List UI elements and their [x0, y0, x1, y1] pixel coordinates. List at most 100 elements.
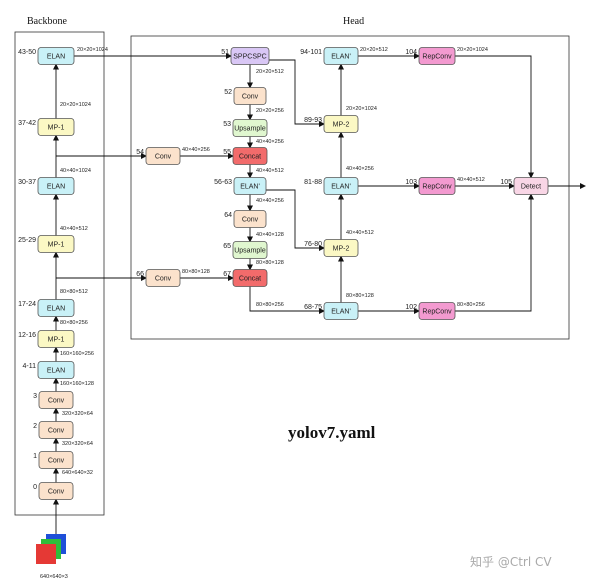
nodes-layer: Conv0Conv1Conv2Conv3ELAN4-11MP-112-16ELA…: [18, 47, 549, 500]
layer-index: 64: [224, 212, 232, 219]
node-label: Upsample: [234, 248, 266, 255]
edge-dim-label: 40×40×512: [60, 226, 88, 232]
node-box: [233, 177, 267, 195]
node-box: [37, 47, 75, 65]
edge-dim-label: 40×40×256: [256, 139, 284, 145]
node-box: [418, 177, 456, 195]
node-label: ELAN': [331, 309, 351, 316]
layer-index: 105: [500, 179, 512, 186]
edge-h102-h105: [455, 193, 534, 312]
edge-dim-label: 40×40×512: [457, 177, 485, 183]
backbone-frame: [14, 31, 105, 516]
edge-h67-h68: [249, 286, 325, 314]
edge-dim-label: 320×320×64: [62, 411, 93, 417]
edge-h104-h105: [455, 55, 534, 179]
node-label: MP-1: [48, 242, 65, 249]
node-box: [232, 269, 268, 287]
node-label: MP-2: [333, 246, 350, 253]
node-box: [38, 421, 74, 439]
node-box: [37, 177, 75, 195]
node-box: [38, 391, 74, 409]
layer-index: 68-75: [304, 304, 322, 311]
node-h103: RepConv 103: [405, 177, 456, 195]
edge-dim-label: 320×320×64: [62, 441, 93, 447]
edge-dim-label: 40×40×256: [346, 166, 374, 172]
node-box: [145, 269, 181, 287]
input-image-icon: [36, 534, 66, 564]
layer-index: 65: [223, 243, 231, 250]
node-b37: MP-137-42: [18, 118, 75, 136]
layer-index: 54: [136, 149, 144, 156]
node-box: [145, 147, 181, 165]
edge-dim-label: 160×160×256: [60, 351, 94, 357]
node-box: [323, 47, 359, 65]
layer-index: 53: [223, 121, 231, 128]
layer-index: 2: [33, 423, 37, 430]
node-box: [232, 147, 268, 165]
node-label: Conv: [242, 94, 259, 101]
node-label: RepConv: [422, 184, 452, 191]
node-box: [233, 210, 267, 228]
edge-dim-label: 20×20×256: [256, 108, 284, 114]
layer-index: 67: [223, 271, 231, 278]
node-box: [38, 482, 74, 500]
node-box: [323, 177, 359, 195]
node-label: Conv: [48, 428, 65, 435]
node-label: ELAN: [47, 54, 65, 61]
node-box: [38, 451, 74, 469]
layer-index: 1: [33, 453, 37, 460]
layer-index: 55: [223, 149, 231, 156]
layer-index: 66: [136, 271, 144, 278]
node-box: [232, 119, 268, 137]
edge-dim-label: 40×40×256: [182, 147, 210, 153]
head-frame: [130, 35, 570, 340]
node-label: MP-1: [48, 337, 65, 344]
edge-dim-label: 40×40×1024: [60, 168, 91, 174]
node-label: Conv: [48, 458, 65, 465]
node-h68: ELAN' 68-75: [304, 302, 359, 320]
layer-index: 0: [33, 484, 37, 491]
node-box: [233, 87, 267, 105]
edge-dim-label: 160×160×128: [60, 381, 94, 387]
node-b25: MP-125-29: [18, 235, 75, 253]
edge-dim-label: 80×80×128: [256, 260, 284, 266]
node-label: ELAN': [331, 54, 351, 61]
node-label: MP-2: [333, 122, 350, 129]
layer-index: 103: [405, 179, 417, 186]
edge-dim-label: 20×20×1024: [346, 106, 377, 112]
edge-dim-label: 40×40×512: [256, 168, 284, 174]
layer-index: 12-16: [18, 332, 36, 339]
edge-dim-label: 20×20×1024: [457, 47, 488, 53]
layer-index: 52: [224, 89, 232, 96]
node-box: [37, 235, 75, 253]
node-h89: MP-289-93: [304, 115, 359, 133]
node-box: [230, 47, 270, 65]
node-label: Conv: [48, 398, 65, 405]
node-box: [232, 241, 268, 259]
layer-index: 3: [33, 393, 37, 400]
edge-h51-h89: [269, 59, 325, 127]
node-h52: Conv 52: [224, 87, 267, 105]
node-box: [513, 177, 549, 195]
layer-index: 51: [221, 49, 229, 56]
node-label: ELAN': [331, 184, 351, 191]
node-box: [37, 361, 75, 379]
diagram-title: yolov7.yaml: [288, 423, 376, 442]
edge-dim-label: 640×640×32: [62, 470, 93, 476]
node-h56: ELAN'56-63: [214, 177, 267, 195]
edge-dim-label: 20×20×512: [360, 47, 388, 53]
node-box: [37, 299, 75, 317]
